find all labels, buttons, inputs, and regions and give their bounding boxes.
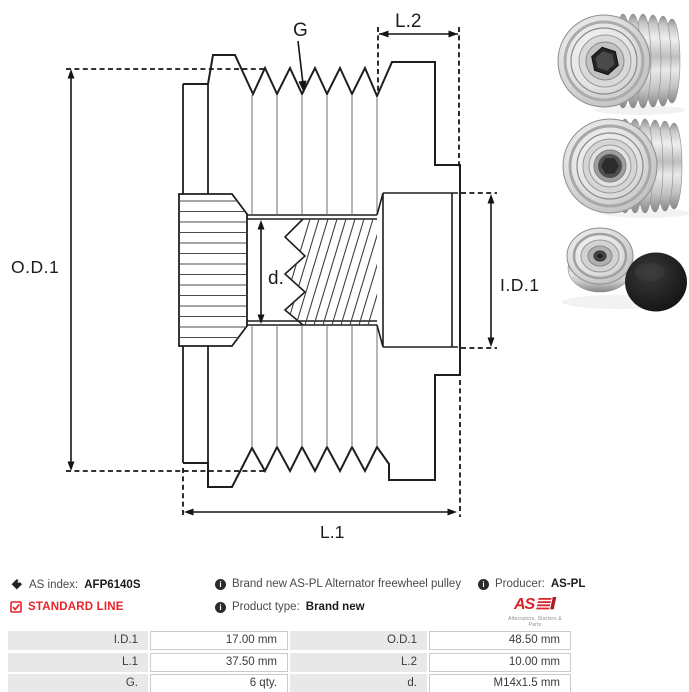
spec-value: 17.00 mm (150, 631, 288, 650)
product-photo-1[interactable] (557, 13, 685, 115)
l2-label: L.2 (395, 11, 421, 32)
as-index-label: AS index: (29, 578, 79, 591)
as-logo-text: AS (513, 596, 536, 611)
product-type-item: i Product type: Brand new (215, 601, 365, 613)
spline-hatch (179, 200, 247, 338)
product-description: Brand new AS-PL Alternator freewheel pul… (232, 578, 462, 590)
thread-profile (283, 218, 307, 326)
product-photo-3[interactable] (562, 227, 687, 312)
bore-hole (601, 158, 619, 174)
id1-label: I.D.1 (500, 275, 539, 295)
spec-value: 37.50 mm (150, 652, 288, 672)
producer-label: Producer: (495, 578, 545, 590)
bearing-housing (376, 192, 458, 348)
hub-column-edges (182, 84, 209, 463)
info-icon: i (215, 601, 226, 613)
as-pl-logo: AS Alternators, Starters & Parts (507, 596, 563, 628)
dimension-arrowheads (67, 30, 495, 516)
spec-value: 48.50 mm (429, 631, 571, 650)
dimension-lines (70, 33, 492, 513)
product-type-label: Product type: (232, 601, 300, 613)
spec-label: L.2 (290, 652, 427, 672)
spec-value: 10.00 mm (429, 652, 571, 672)
thread-hatch (285, 219, 377, 325)
protective-cap (625, 252, 687, 312)
technical-drawing: O.D.1 G L.2 I.D.1 L.1 d. (11, 11, 689, 542)
spec-label: I.D.1 (8, 631, 148, 650)
product-photo-gallery (557, 13, 689, 312)
splined-block-outline (178, 193, 248, 347)
product-type-value: Brand new (305, 601, 365, 613)
as-index-value: AFP6140S (84, 578, 141, 591)
g-label: G (293, 20, 308, 41)
dimension-labels: O.D.1 G L.2 I.D.1 L.1 d. (11, 11, 539, 542)
tag-icon (11, 579, 22, 590)
producer-item: i Producer: AS-PL (478, 578, 585, 590)
spec-label: d. (290, 674, 427, 692)
standard-line-label: STANDARD LINE (28, 601, 124, 613)
spec-value: M14x1.5 mm (429, 674, 571, 692)
pulley-outline (183, 54, 461, 488)
producer-value: AS-PL (550, 578, 586, 590)
spec-table: I.D.1 17.00 mm O.D.1 48.50 mm L.1 37.50 … (8, 631, 571, 692)
standard-line-item: STANDARD LINE (10, 601, 124, 613)
l1-label: L.1 (320, 522, 344, 542)
as-index-item: AS index: AFP6140S (10, 578, 141, 591)
od1-label: O.D.1 (11, 257, 59, 277)
info-icon: i (215, 578, 226, 590)
spec-value: 6 qty. (150, 674, 288, 692)
spec-label: L.1 (8, 652, 148, 672)
info-icon: i (478, 578, 489, 590)
logo-caption: Alternators, Starters & Parts (508, 616, 562, 628)
description-item: i Brand new AS-PL Alternator freewheel p… (215, 578, 461, 590)
groove-rib-walls (251, 95, 378, 447)
bore-lines (247, 214, 377, 326)
checkbox-icon (10, 601, 22, 613)
d-label: d. (268, 268, 284, 289)
as-logo-graphic: AS (513, 596, 557, 613)
dimension-dashed-lines (66, 27, 497, 517)
spec-label: O.D.1 (290, 631, 427, 650)
pulley-cross-section (178, 54, 461, 488)
product-photo-2[interactable] (562, 118, 689, 218)
spec-label: G. (8, 674, 148, 692)
